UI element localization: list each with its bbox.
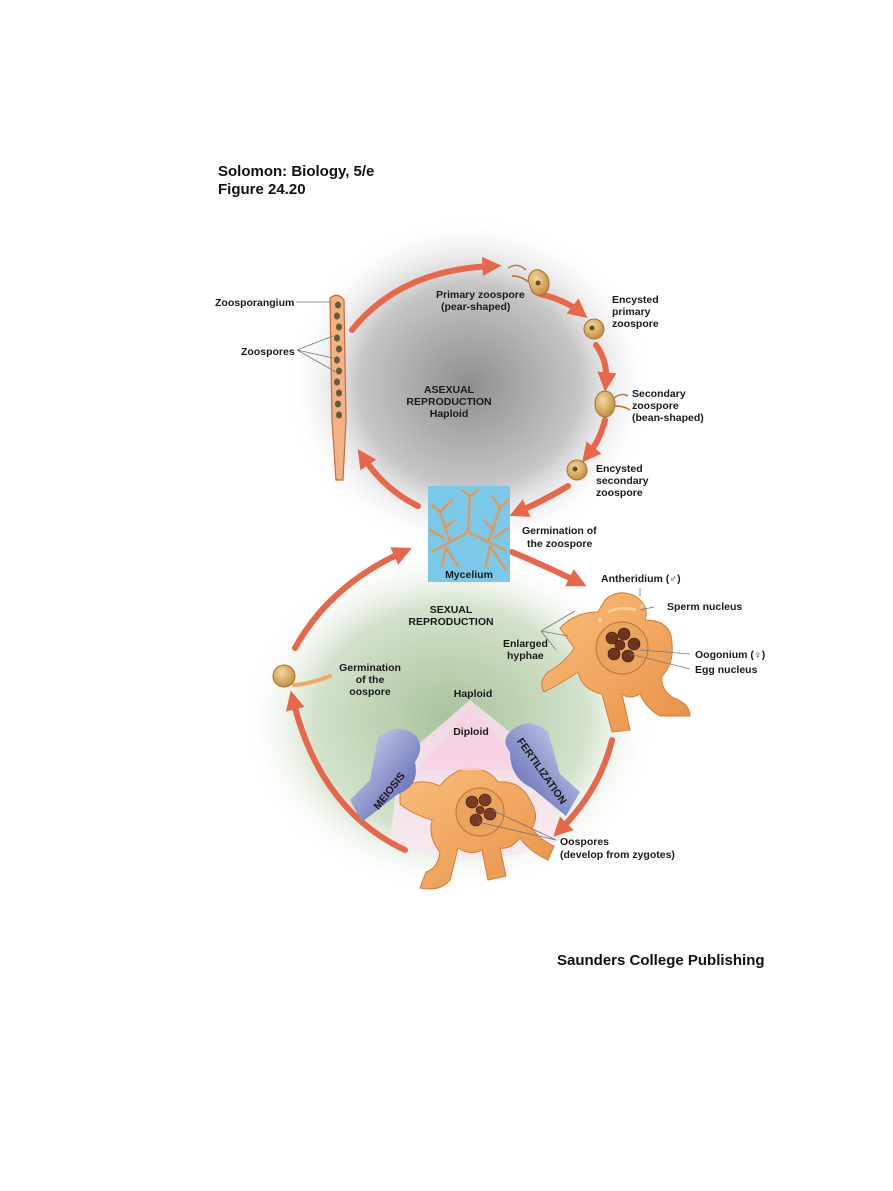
arrow-oospore-to-germination xyxy=(285,690,408,853)
egg-nucleus-label: Egg nucleus xyxy=(695,664,758,676)
enlarged-hyphae-label-2: hyphae xyxy=(507,650,544,662)
mycelium-label: Mycelium xyxy=(445,569,493,581)
arrow-sporangium-to-primary xyxy=(349,256,502,333)
encysted-secondary-zoospore-illustration xyxy=(566,459,588,481)
asexual-title-line1: ASEXUAL xyxy=(424,384,475,396)
gametangia-illustration xyxy=(541,592,691,733)
germination-oospore-label-3: oospore xyxy=(349,686,391,698)
germinating-oospore-illustration xyxy=(272,664,332,688)
mycelium-illustration xyxy=(428,486,510,582)
enlarged-hyphae-label-1: Enlarged xyxy=(503,638,548,650)
diploid-label: Diploid xyxy=(453,726,489,738)
primary-zoospore-illustration xyxy=(507,264,550,296)
arrow-mycelium-to-sporangium xyxy=(357,449,421,509)
book-title: Solomon: Biology, 5/e xyxy=(218,163,375,180)
oospores-label-1: Oospores xyxy=(560,836,609,848)
meiosis-arrow xyxy=(350,728,421,822)
figure-number: Figure 24.20 xyxy=(218,181,306,198)
arrow-primary-to-encysted xyxy=(537,291,588,318)
sexual-title-line2: REPRODUCTION xyxy=(408,616,493,628)
label-leader-lines xyxy=(296,301,691,841)
diploid-triangle xyxy=(418,706,528,770)
encysted-secondary-label-3: zoospore xyxy=(596,487,643,499)
oospores-label-2: (develop from zygotes) xyxy=(560,849,675,861)
germination-oospore-label-1: Germination xyxy=(339,662,401,674)
encysted-primary-label-2: primary xyxy=(612,306,651,318)
encysted-primary-label-1: Encysted xyxy=(612,294,659,306)
fertilization-arrow xyxy=(505,723,580,816)
zoosporangium-label: Zoosporangium xyxy=(215,297,294,309)
zoosporangium-illustration xyxy=(329,294,347,481)
encysted-secondary-label-1: Encysted xyxy=(596,463,643,475)
zoospores-label: Zoospores xyxy=(241,346,295,358)
haploid-label: Haploid xyxy=(454,688,493,700)
primary-zoospore-label-2: (pear-shaped) xyxy=(441,301,510,313)
arrow-encysted2-to-mycelium xyxy=(509,483,571,517)
asexual-cycle-arrows xyxy=(349,256,617,517)
antheridium-label: Antheridium (♂) xyxy=(601,573,681,585)
arrow-secondary-to-encysted2 xyxy=(582,417,608,463)
arrow-germination-to-mycelium xyxy=(292,547,412,651)
oogonium-label: Oogonium (♀) xyxy=(695,649,765,661)
secondary-zoospore-label-2: zoospore xyxy=(632,400,679,412)
arrow-mycelium-to-gametangia xyxy=(509,549,587,587)
arrow-fertilization-to-oospore xyxy=(553,737,615,837)
primary-zoospore-label-1: Primary zoospore xyxy=(436,289,525,301)
secondary-zoospore-label-1: Secondary xyxy=(632,388,686,400)
secondary-zoospore-illustration xyxy=(594,390,631,418)
sexual-cycle-arrows xyxy=(285,547,615,853)
sperm-nucleus-label: Sperm nucleus xyxy=(667,601,742,613)
publisher-credit: Saunders College Publishing xyxy=(557,952,765,969)
arrow-encysted-to-secondary xyxy=(593,342,617,392)
encysted-secondary-label-2: secondary xyxy=(596,475,649,487)
germination-zoospore-label-1: Germination of xyxy=(522,525,597,537)
asexual-title-line2: REPRODUCTION xyxy=(406,396,491,408)
oospores-illustration xyxy=(399,767,555,890)
encysted-primary-zoospore-illustration xyxy=(583,318,605,340)
germination-zoospore-label-2: the zoospore xyxy=(527,538,592,550)
sexual-title-line1: SEXUAL xyxy=(430,604,473,616)
figure-header: Solomon: Biology, 5/e Figure 24.20 xyxy=(218,163,374,199)
germination-oospore-label-2: of the xyxy=(356,674,385,686)
asexual-title-line3: Haploid xyxy=(430,408,469,420)
encysted-primary-label-3: zoospore xyxy=(612,318,659,330)
secondary-zoospore-label-3: (bean-shaped) xyxy=(632,412,704,424)
